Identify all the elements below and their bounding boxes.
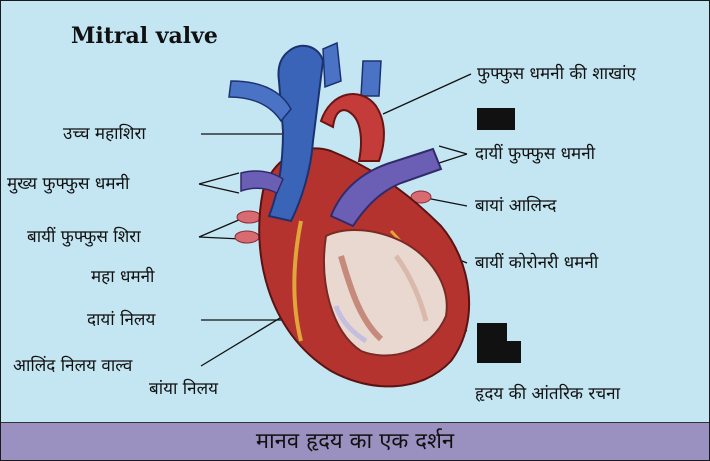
leader-main-pulmonary-artery-b [199,184,239,193]
label-pulmonary-artery-branches: फुफ्फुस धमनी की शाखांए [477,64,636,84]
diagram-heading: Mitral valve [71,23,218,49]
vein-branch-2 [361,61,381,96]
label-internal-structure: हृदय की आंतरिक रचना [475,384,620,404]
label-superior-vena-cava: उच्च महाशिरा [63,124,146,144]
redaction-block-top [477,108,515,130]
leader-right-pa-a [439,146,467,154]
vein-branch [323,43,341,87]
label-left-pulmonary-vein: बायीं फुफ्फुस शिरा [27,227,141,247]
leader-pa-branches [383,74,471,114]
redaction-block-bottom-b [477,341,521,363]
leader-left-pulmonary-vein-a [199,219,241,237]
leader-right-pa-b [439,154,467,163]
label-main-pulmonary-artery: मुख्य फुफ्फुस धमनी [7,174,129,194]
label-right-pulmonary-artery: दायीं फुफ्फुस धमनी [475,144,595,164]
label-left-coronary-artery: बायीं कोरोनरी धमनी [475,253,598,273]
label-aorta: महा धमनी [91,267,154,287]
label-left-atrium: बायां आलिन्द [475,196,556,216]
caption-bar: मानव हृदय का एक दर्शन [1,422,709,461]
label-right-ventricle: दायां निलय [87,310,155,330]
leader-main-pulmonary-artery-a [199,173,239,184]
figure-caption: मानव हृदय का एक दर्शन [256,429,454,454]
label-left-ventricle: बांया निलय [149,379,218,399]
label-av-valve: आलिंद निलय वाल्व [13,356,132,376]
